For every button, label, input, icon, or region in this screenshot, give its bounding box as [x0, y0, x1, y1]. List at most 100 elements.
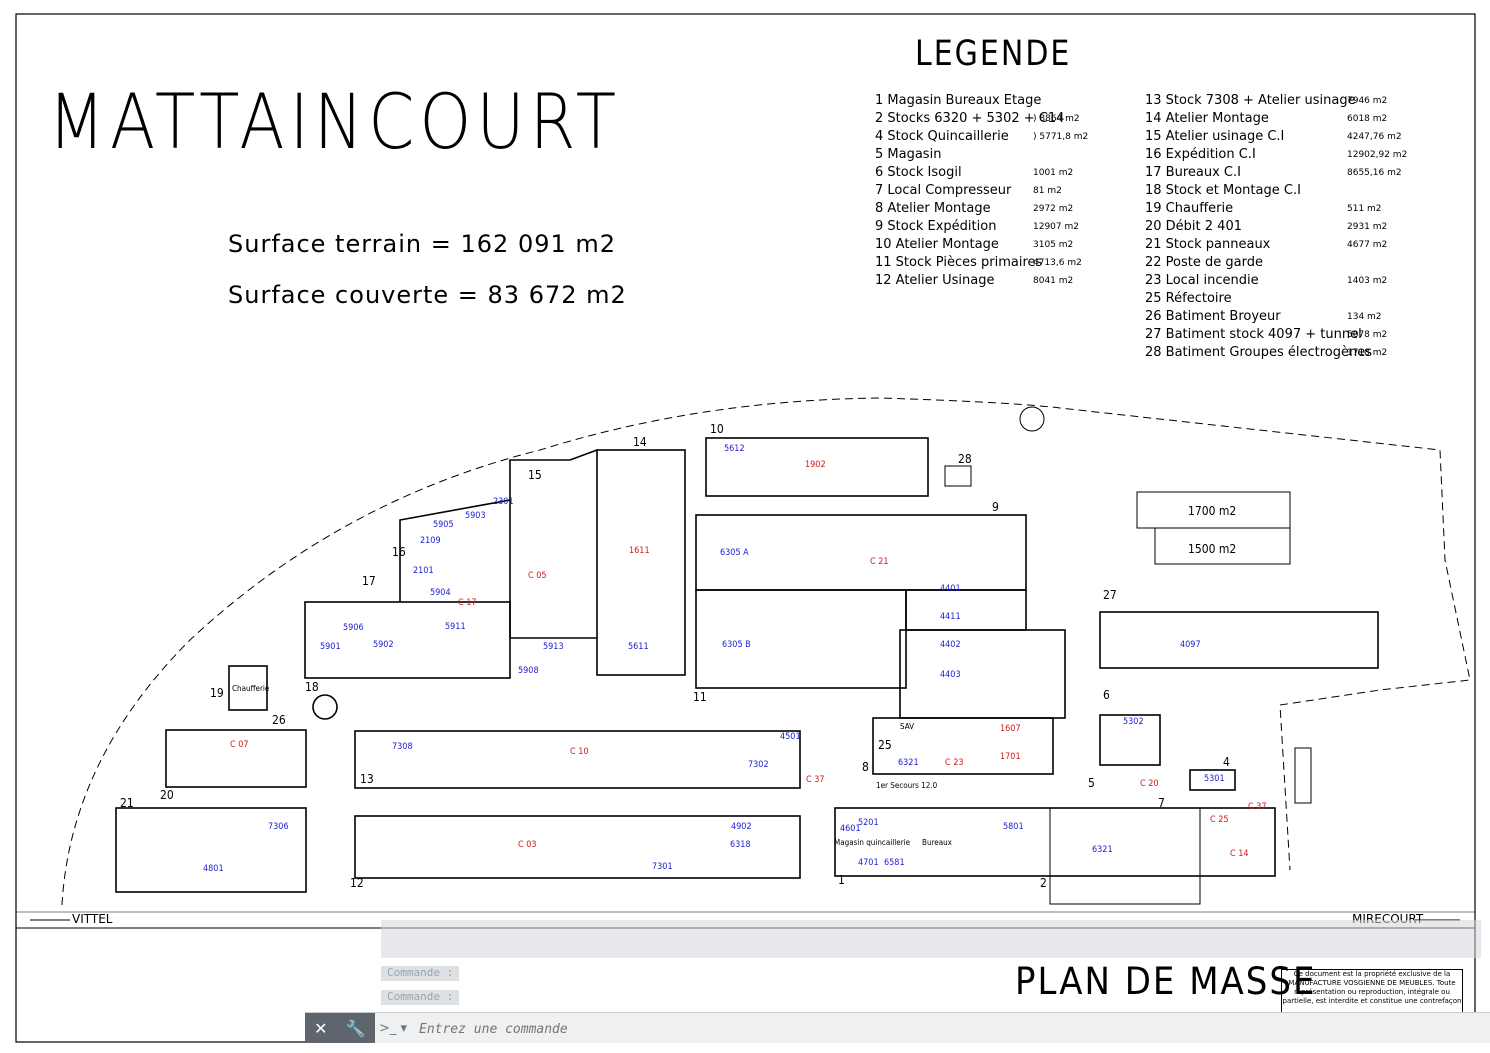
- site-name-title: MATTAINCOURT: [48, 78, 622, 167]
- building-number: 5: [1088, 776, 1095, 790]
- building-code-blue: 5302: [1123, 717, 1144, 727]
- building-code-blue: 5908: [518, 666, 539, 676]
- legend-title: LEGENDE: [915, 34, 1072, 75]
- building-code-red: C 10: [570, 747, 589, 757]
- legend-item: 25 Réfectoire: [1145, 290, 1372, 308]
- building-number: 1: [838, 873, 845, 887]
- command-history-line: Commande :: [381, 966, 460, 981]
- building-number: 26: [272, 713, 286, 727]
- building-code-blue: 6318: [730, 840, 751, 850]
- building-code-blue: 5905: [433, 520, 454, 530]
- legend-item-label: 21 Stock panneaux: [1145, 237, 1271, 252]
- legend-item-label: 10 Atelier Montage: [875, 237, 999, 252]
- legend-item: 26 Batiment Broyeur 134 m2: [1145, 308, 1382, 326]
- legend-item-area: 134 m2: [1347, 312, 1382, 322]
- ownership-note: Ce document est la propriété exclusive d…: [1281, 969, 1463, 1017]
- building-code-blue: 4902: [731, 822, 752, 832]
- legend-item-area: 511 m2: [1347, 204, 1382, 214]
- legend-item-label: 12 Atelier Usinage: [875, 273, 995, 288]
- legend-item-label: 27 Batiment stock 4097 + tunnel: [1145, 327, 1362, 342]
- road-label-vittel: VITTEL: [72, 912, 113, 926]
- command-prompt-icon[interactable]: >_ ▾: [379, 1020, 408, 1036]
- building-code-blue: 4402: [940, 640, 961, 650]
- legend-item-area: 4247,76 m2: [1347, 132, 1402, 142]
- legend-item-area: 2931 m2: [1347, 222, 1388, 232]
- legend-item-area: ) 8864 m2: [1033, 114, 1080, 124]
- building-code-blue: 5612: [724, 444, 745, 454]
- legend-item-label: 22 Poste de garde: [1145, 255, 1263, 270]
- building-code-blue: 5611: [628, 642, 649, 652]
- legend-item-label: 25 Réfectoire: [1145, 291, 1232, 306]
- legend-item-label: 17 Bureaux C.I: [1145, 165, 1241, 180]
- legend-item-label: 9 Stock Expédition: [875, 219, 997, 234]
- building-label: Magasin quincaillerie: [834, 838, 911, 847]
- building-number: 27: [1103, 588, 1117, 602]
- building-number: 8: [862, 760, 869, 774]
- command-line-bar: ✕ 🔧 >_ ▾: [305, 1012, 1490, 1043]
- surface-terrain-text: Surface terrain = 162 091 m2: [228, 230, 617, 258]
- building-number: 18: [305, 680, 319, 694]
- building-code-blue: 5911: [445, 622, 466, 632]
- building-label: SAV: [900, 722, 915, 731]
- building-code-red: C 17: [458, 598, 477, 608]
- building-code-blue: 7308: [392, 742, 413, 752]
- legend-item-area: 1403 m2: [1347, 276, 1388, 286]
- building-code-red: C 23: [945, 758, 964, 768]
- command-tools: ✕ 🔧: [305, 1013, 375, 1043]
- building-number: 15: [528, 468, 542, 482]
- building-code-blue: 5904: [430, 588, 451, 598]
- building-code-blue: 5902: [373, 640, 394, 650]
- legend-item-area: 3105 m2: [1033, 240, 1074, 250]
- legend-item-label: 13 Stock 7308 + Atelier usinage: [1145, 93, 1356, 108]
- building-code-blue: 5906: [343, 623, 364, 633]
- area-box-label: 1500 m2: [1188, 542, 1237, 556]
- building-code-red: 1611: [629, 546, 650, 556]
- building-code-red: C 25: [1210, 815, 1229, 825]
- close-icon[interactable]: ✕: [314, 1018, 328, 1038]
- legend-item-label: 11 Stock Pièces primaires: [875, 255, 1043, 270]
- legend-item-label: 26 Batiment Broyeur: [1145, 309, 1281, 324]
- legend-item: 5 Magasin: [875, 146, 1064, 164]
- legend-item: 18 Stock et Montage C.I: [1145, 182, 1372, 200]
- wrench-icon[interactable]: 🔧: [345, 1018, 366, 1038]
- legend-item-area: 4677 m2: [1347, 240, 1388, 250]
- legend-item-label: 2 Stocks 6320 + 5302 + C14: [875, 111, 1065, 126]
- legend-item-area: 12902,92 m2: [1347, 150, 1408, 160]
- building-code-blue: 7306: [268, 822, 289, 832]
- legend-item-label: 7 Local Compresseur: [875, 183, 1012, 198]
- building-code-blue: 4403: [940, 670, 961, 680]
- legend-item-area: 7946 m2: [1347, 96, 1388, 106]
- building-code-red: 1701: [1000, 752, 1021, 762]
- building-number: 25: [878, 738, 892, 752]
- legend-item-label: 16 Expédition C.I: [1145, 147, 1256, 162]
- building-number: 13: [360, 772, 374, 786]
- building-code-red: C 20: [1140, 779, 1159, 789]
- legend-item: 22 Poste de garde: [1145, 254, 1372, 272]
- building-number: 7: [1158, 796, 1165, 810]
- legend-item: 1 Magasin Bureaux Etage: [875, 92, 1064, 110]
- building-code-blue: 5201: [858, 818, 879, 828]
- legend-item-label: 28 Batiment Groupes électrogènes: [1145, 345, 1373, 360]
- legend-item-label: 20 Débit 2 401: [1145, 219, 1242, 234]
- command-input[interactable]: [417, 1017, 1121, 1041]
- building-code-red: C 14: [1230, 849, 1249, 859]
- legend-item-area: 4713,6 m2: [1033, 258, 1082, 268]
- building-code-red: C 37: [806, 775, 825, 785]
- building-number: 19: [210, 686, 224, 700]
- building-number: 20: [160, 788, 174, 802]
- legend-item-area: ) 5771,8 m2: [1033, 132, 1089, 142]
- legend-item-label: 1 Magasin Bureaux Etage: [875, 93, 1042, 108]
- legend-item-label: 4 Stock Quincaillerie: [875, 129, 1009, 144]
- legend-item: 10 Atelier Montage 3105 m2: [875, 236, 1073, 254]
- building-code-blue: 7301: [652, 862, 673, 872]
